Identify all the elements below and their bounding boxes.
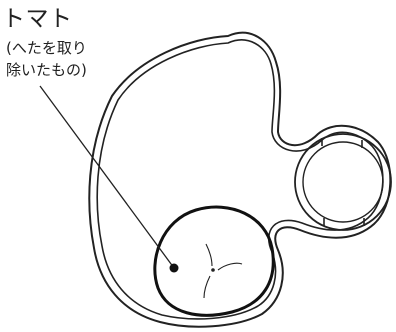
container-outer-outline xyxy=(88,31,392,328)
leader-dot xyxy=(169,263,179,273)
tomato-mark xyxy=(205,243,213,267)
tomato-mark xyxy=(217,262,243,271)
side-cup-outer xyxy=(294,133,392,231)
container-inner-outline xyxy=(96,39,384,320)
label-line-2: 除いたもの) xyxy=(6,61,87,79)
side-cup-inner xyxy=(302,141,384,223)
label-title: トマト xyxy=(2,6,73,32)
label-line-1: (へたを取り xyxy=(6,39,87,57)
tomato-center-dot xyxy=(211,268,215,272)
tomato-outline xyxy=(153,205,275,317)
leader-line xyxy=(39,85,175,269)
tomato-mark xyxy=(203,275,211,299)
